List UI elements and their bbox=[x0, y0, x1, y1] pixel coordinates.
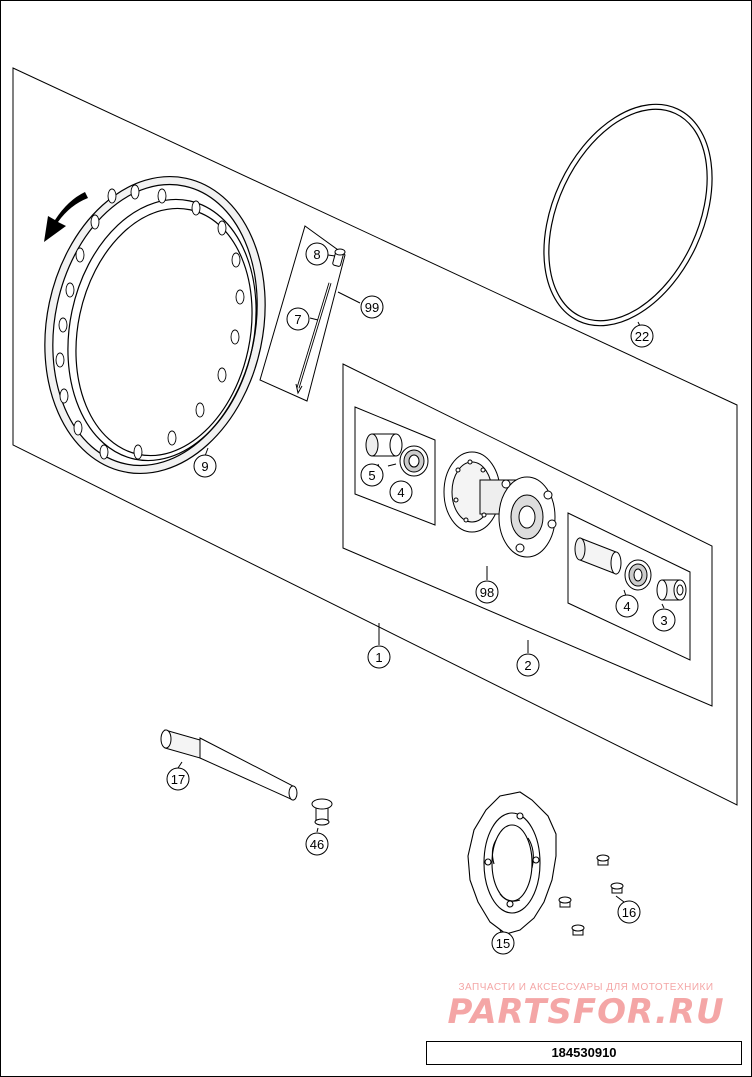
right-bearing-box bbox=[567, 512, 691, 661]
callout-15: 15 bbox=[491, 931, 515, 955]
callout-8: 8 bbox=[305, 242, 329, 266]
watermark-logo-tld: RU bbox=[668, 992, 725, 1032]
svg-text:3: 3 bbox=[660, 613, 667, 628]
bearing-drawing-4b bbox=[624, 559, 652, 591]
svg-text:16: 16 bbox=[622, 905, 636, 920]
watermark-logo-dot: . bbox=[654, 992, 669, 1032]
callout-1: 1 bbox=[367, 645, 391, 669]
bearing-drawing-4a bbox=[399, 445, 429, 477]
svg-text:8: 8 bbox=[313, 247, 320, 262]
left-bearing-box bbox=[354, 406, 436, 526]
brake-disc-drawing bbox=[467, 791, 557, 935]
svg-text:5: 5 bbox=[368, 468, 375, 483]
nipple-drawing bbox=[332, 248, 346, 267]
wheel-assembly-panel bbox=[12, 67, 738, 806]
svg-text:4: 4 bbox=[397, 485, 404, 500]
callout-46: 46 bbox=[305, 832, 329, 856]
rim-band-drawing bbox=[543, 103, 713, 327]
callout-17: 17 bbox=[166, 767, 190, 791]
leader-lines bbox=[177, 321, 665, 935]
svg-text:46: 46 bbox=[310, 837, 324, 852]
rim-drawing bbox=[44, 175, 266, 475]
watermark-logo: PARTSFOR.RU bbox=[428, 992, 744, 1032]
collar-bolt-drawing bbox=[311, 798, 333, 826]
callout-4-right: 4 bbox=[615, 594, 639, 618]
callout-22: 22 bbox=[630, 324, 654, 348]
svg-text:2: 2 bbox=[524, 658, 531, 673]
svg-text:22: 22 bbox=[635, 329, 649, 344]
axle-drawing bbox=[160, 729, 298, 801]
callout-99: 99 bbox=[360, 295, 384, 319]
callout-9: 9 bbox=[193, 454, 217, 478]
disc-screws-drawing bbox=[558, 854, 624, 936]
hub-assembly-panel bbox=[342, 363, 713, 707]
leader-7 bbox=[309, 317, 319, 321]
watermark-tagline: ЗАПЧАСТИ И АКСЕССУАРЫ ДЛЯ МОТОТЕХНИКИ bbox=[458, 982, 714, 993]
svg-text:7: 7 bbox=[294, 312, 301, 327]
callout-7: 7 bbox=[286, 307, 310, 331]
distance-tube-drawing bbox=[574, 537, 622, 575]
svg-text:99: 99 bbox=[365, 300, 379, 315]
spacer-drawing-3 bbox=[656, 579, 687, 601]
svg-text:9: 9 bbox=[201, 459, 208, 474]
leader-8 bbox=[327, 254, 336, 257]
svg-text:1: 1 bbox=[375, 650, 382, 665]
watermark-logo-left: PARTS bbox=[447, 992, 573, 1032]
svg-text:98: 98 bbox=[480, 585, 494, 600]
callout-98: 98 bbox=[475, 580, 499, 604]
svg-text:4: 4 bbox=[623, 599, 630, 614]
part-number: 184530910 bbox=[551, 1045, 617, 1060]
callout-4-left: 4 bbox=[389, 480, 413, 504]
spacer-drawing-5 bbox=[365, 433, 403, 457]
spoke-set-box bbox=[259, 225, 346, 402]
hub-drawing bbox=[443, 451, 557, 558]
callout-2: 2 bbox=[516, 653, 540, 677]
rotation-arrow-icon bbox=[44, 192, 88, 242]
part-number-box: 184530910 bbox=[426, 1041, 742, 1065]
svg-text:15: 15 bbox=[496, 936, 510, 951]
watermark-logo-right: FOR bbox=[572, 992, 655, 1032]
callout-3: 3 bbox=[652, 608, 676, 632]
svg-text:17: 17 bbox=[171, 772, 185, 787]
callout-16: 16 bbox=[617, 900, 641, 924]
spoke-drawing bbox=[295, 282, 332, 395]
leader-99 bbox=[337, 291, 361, 304]
callout-5: 5 bbox=[360, 463, 384, 487]
